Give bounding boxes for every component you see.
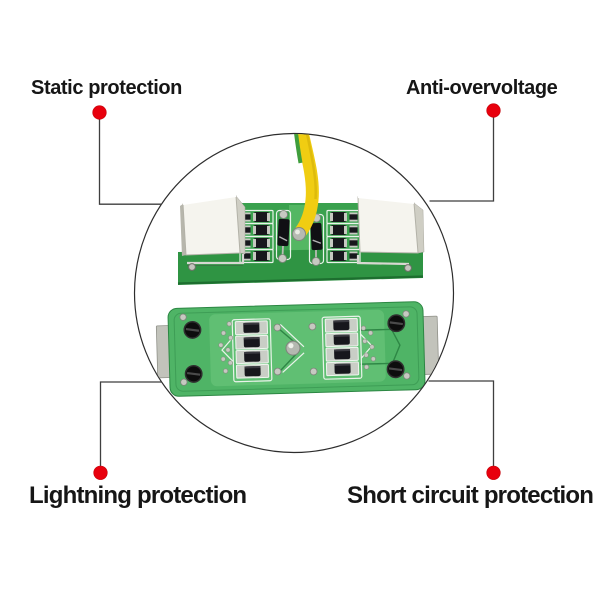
- bottom-board-underside-view: [155, 301, 440, 397]
- solder-pads: [273, 322, 318, 376]
- screw: [387, 314, 406, 333]
- callout-line-anti-overvoltage: [429, 116, 495, 202]
- trace-lines-dark: [276, 327, 401, 372]
- wire-shading: [305, 134, 318, 200]
- smd-diode-row: [325, 346, 359, 362]
- screw-small: [404, 264, 412, 272]
- ground-wire: [292, 134, 319, 241]
- smd-diode-row: [325, 332, 359, 348]
- label-lightning-protection: Lightning protection: [29, 482, 247, 509]
- smd-diode-row: [324, 317, 359, 333]
- corner-screws: [183, 314, 406, 383]
- smd-diode-row: [235, 363, 270, 379]
- rj45-connector-right: [357, 196, 425, 254]
- via-cluster-left: [218, 321, 234, 374]
- smd-diode-bank-left: [239, 209, 274, 264]
- callout-dot-anti-overvoltage: [486, 103, 501, 118]
- callout-line-short-circuit-protection: [428, 380, 495, 466]
- screw: [183, 320, 202, 339]
- bracket-wire-left: [187, 254, 245, 271]
- pcb-inner-outline: [173, 306, 420, 392]
- bracket-wire-right: [356, 255, 412, 272]
- smd-diode-row: [325, 361, 360, 377]
- smd-diode-row: [239, 235, 274, 251]
- pcb-front-edge-shadow: [177, 275, 424, 285]
- label-anti-overvoltage: Anti-overvoltage: [406, 77, 558, 99]
- smd-diode-bank-bottom-right: [324, 317, 360, 377]
- via-cluster-right: [360, 325, 376, 370]
- center-solder-blob: [285, 340, 301, 356]
- smd-diode-row: [234, 320, 269, 336]
- wire-green-stripe: [293, 134, 303, 164]
- smd-diode-row: [235, 349, 269, 365]
- solder-highlight: [295, 229, 300, 235]
- smd-diode-row: [326, 248, 361, 264]
- callout-line-static-protection: [98, 118, 162, 205]
- screw: [386, 360, 405, 379]
- axial-diode-left: [275, 209, 292, 263]
- screw-small: [188, 263, 196, 271]
- magnifier-circle: [133, 132, 455, 454]
- pcb-front-edge: [178, 248, 423, 285]
- product-photo: [155, 134, 440, 397]
- screw: [184, 364, 203, 383]
- smd-diode-row: [239, 248, 274, 264]
- callout-dot-short-circuit-protection: [486, 465, 501, 480]
- callout-dot-static-protection: [92, 105, 107, 120]
- smd-diode-bank-right: [326, 209, 361, 264]
- rj45-connector-left: [180, 195, 246, 256]
- callout-dot-lightning-protection: [93, 465, 108, 480]
- corner-rivets: [179, 310, 411, 386]
- smd-diode-row: [239, 209, 274, 225]
- smd-diode-bank-bottom-left: [234, 320, 270, 379]
- label-short-circuit-protection: Short circuit protection: [347, 482, 594, 509]
- top-board-side-view: [177, 134, 425, 285]
- label-static-protection: Static protection: [31, 77, 182, 99]
- trace-lines-silkscreen: [221, 315, 373, 383]
- solder-joint: [292, 227, 306, 241]
- callout-line-lightning-protection: [99, 381, 162, 466]
- smd-diode-row: [235, 334, 269, 350]
